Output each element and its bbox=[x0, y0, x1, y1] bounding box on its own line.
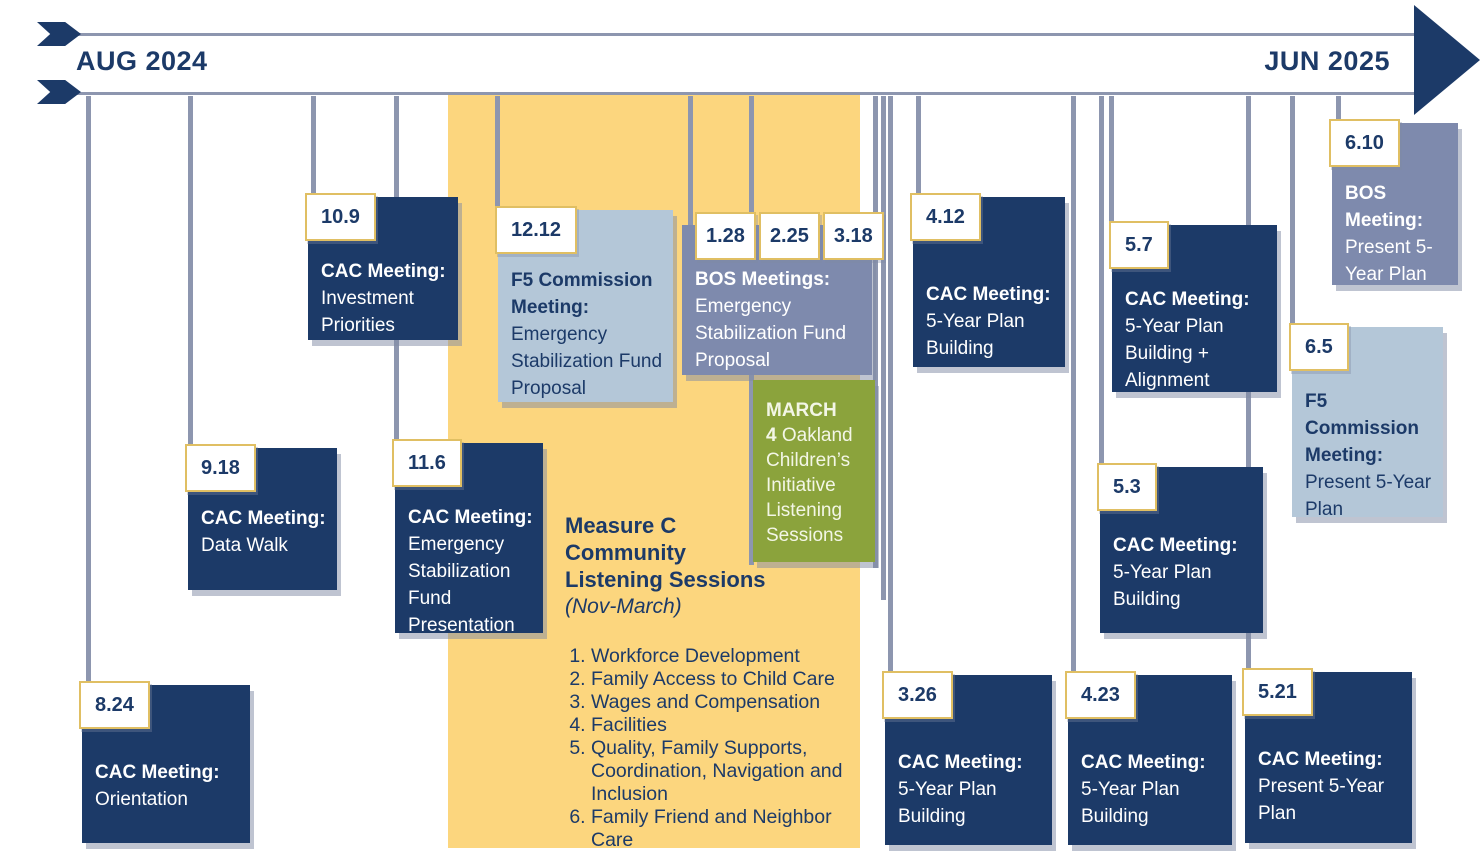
date-tab: 12.12 bbox=[495, 206, 578, 254]
event-card-cac-investment-priorities: 10.9 CAC Meeting: Investment Priorities bbox=[305, 193, 458, 340]
event-card-cac-esf-presentation: 11.6 CAC Meeting: Emergency Stabilizatio… bbox=[392, 439, 543, 636]
timeline-start-label: AUG 2024 bbox=[76, 46, 208, 76]
topic-item: Family Friend and Neighbor Care bbox=[591, 806, 865, 852]
chevron-arrow-icon bbox=[37, 22, 81, 46]
date-tab: 5.21 bbox=[1242, 668, 1313, 716]
date-tab: 4.23 bbox=[1065, 671, 1136, 719]
event-card-f5-present-plan: 6.5 F5 Commission Meeting: Present 5-Yea… bbox=[1289, 323, 1443, 520]
listening-session-topics: Workforce Development Family Access to C… bbox=[565, 645, 865, 852]
event-text: CAC Meeting: Investment Priorities bbox=[321, 261, 446, 336]
measure-c-subheading: (Nov-March) bbox=[565, 595, 682, 619]
event-text: CAC Meeting: Data Walk bbox=[201, 508, 326, 556]
event-card-cac-plan-building-mar: 3.26 CAC Meeting: 5-Year Plan Building bbox=[882, 671, 1052, 845]
timeline-rail-top bbox=[58, 33, 1418, 36]
timeline-drop-line bbox=[1246, 96, 1251, 690]
topic-item: Facilities bbox=[591, 714, 865, 737]
topic-item: Workforce Development bbox=[591, 645, 865, 668]
date-tab: 5.3 bbox=[1097, 463, 1157, 511]
date-tab: 1.28 bbox=[695, 212, 756, 260]
timeline-drop-line bbox=[311, 96, 316, 210]
event-card-cac-plan-building-alignment: 5.7 CAC Meeting: 5-Year Plan Building + … bbox=[1109, 221, 1277, 392]
measure-c-heading: Measure C Community Listening Sessions bbox=[565, 513, 766, 593]
timeline-drop-line bbox=[688, 96, 693, 235]
event-card-cac-orientation: 8.24 CAC Meeting: Orientation bbox=[79, 681, 250, 843]
event-text: CAC Meeting: Present 5-Year Plan bbox=[1258, 749, 1385, 824]
event-text: CAC Meeting: Emergency Stabilization Fun… bbox=[408, 507, 533, 636]
topic-item: Wages and Compensation bbox=[591, 691, 865, 714]
date-tab: 11.6 bbox=[392, 439, 462, 487]
event-card-cac-present-plan: 5.21 CAC Meeting: Present 5-Year Plan bbox=[1242, 668, 1412, 843]
timeline-drop-line bbox=[881, 96, 886, 600]
date-tab: 8.24 bbox=[79, 681, 150, 729]
timeline-drop-line bbox=[1099, 96, 1104, 478]
event-text: CAC Meeting: Orientation bbox=[95, 762, 220, 810]
date-tab: 2.25 bbox=[758, 212, 820, 260]
timeline-drop-line bbox=[916, 96, 921, 210]
timeline-rail-bottom bbox=[58, 92, 1418, 95]
date-tab: 5.7 bbox=[1109, 221, 1169, 269]
timeline-drop-line bbox=[1290, 96, 1295, 340]
date-tab: 3.18 bbox=[822, 212, 884, 260]
date-tab: 3.26 bbox=[882, 671, 953, 719]
timeline-arrowhead-icon bbox=[1414, 5, 1480, 115]
event-card-bos-present-plan: 6.10 BOS Meeting: Present 5-Year Plan bbox=[1329, 119, 1458, 285]
measure-c-listening-sessions: Measure C Community Listening Sessions (… bbox=[565, 512, 865, 852]
topic-item: Family Access to Child Care bbox=[591, 668, 865, 691]
event-card-cac-data-walk: 9.18 CAC Meeting: Data Walk bbox=[185, 444, 337, 590]
event-card-cac-plan-building-apr: 4.12 CAC Meeting: 5-Year Plan Building bbox=[910, 193, 1065, 367]
event-text: CAC Meeting: 5-Year Plan Building bbox=[1113, 535, 1238, 610]
timeline-drop-line bbox=[888, 96, 893, 690]
date-tab: 6.5 bbox=[1289, 323, 1349, 371]
timeline-drop-line bbox=[495, 96, 500, 225]
date-tab: 9.18 bbox=[185, 444, 256, 492]
event-card-cac-plan-building-may: 5.3 CAC Meeting: 5-Year Plan Building bbox=[1097, 463, 1263, 633]
timeline-drop-line bbox=[1336, 96, 1341, 140]
event-text: CAC Meeting: 5-Year Plan Building bbox=[898, 752, 1023, 827]
topic-item: Quality, Family Supports, Coordination, … bbox=[591, 737, 865, 806]
event-text: CAC Meeting: 5-Year Plan Building + Alig… bbox=[1125, 289, 1250, 391]
chevron-arrow-icon bbox=[37, 80, 81, 104]
date-tab: 6.10 bbox=[1329, 119, 1400, 167]
timeline-drop-line bbox=[873, 96, 878, 568]
event-card-cac-plan-building-apr2: 4.23 CAC Meeting: 5-Year Plan Building bbox=[1065, 671, 1232, 845]
event-text: F5 Commission Meeting: Present 5-Year Pl… bbox=[1305, 391, 1432, 520]
timeline-end-label: JUN 2025 bbox=[1264, 46, 1390, 76]
event-card-bos-esf-proposal: 1.28 2.25 3.18 BOS Meetings: Emergency S… bbox=[682, 212, 884, 375]
event-text: F5 Commission Meeting: Emergency Stabili… bbox=[511, 270, 663, 399]
event-text: CAC Meeting: 5-Year Plan Building bbox=[1081, 752, 1206, 827]
event-text: BOS Meetings: Emergency Stabilization Fu… bbox=[695, 269, 847, 371]
date-tab: 4.12 bbox=[910, 193, 981, 241]
date-tab-row: 1.28 2.25 3.18 bbox=[695, 212, 884, 260]
timeline-drop-line bbox=[1071, 96, 1076, 690]
date-tab: 10.9 bbox=[305, 193, 376, 241]
event-text: CAC Meeting: 5-Year Plan Building bbox=[926, 284, 1051, 359]
timeline-drop-line bbox=[1109, 96, 1114, 235]
event-text: BOS Meeting: Present 5-Year Plan bbox=[1345, 183, 1433, 285]
timeline-drop-line bbox=[188, 96, 193, 460]
timeline-drop-line bbox=[86, 96, 91, 760]
event-card-f5-esf-proposal: 12.12 F5 Commission Meeting: Emergency S… bbox=[495, 206, 673, 402]
